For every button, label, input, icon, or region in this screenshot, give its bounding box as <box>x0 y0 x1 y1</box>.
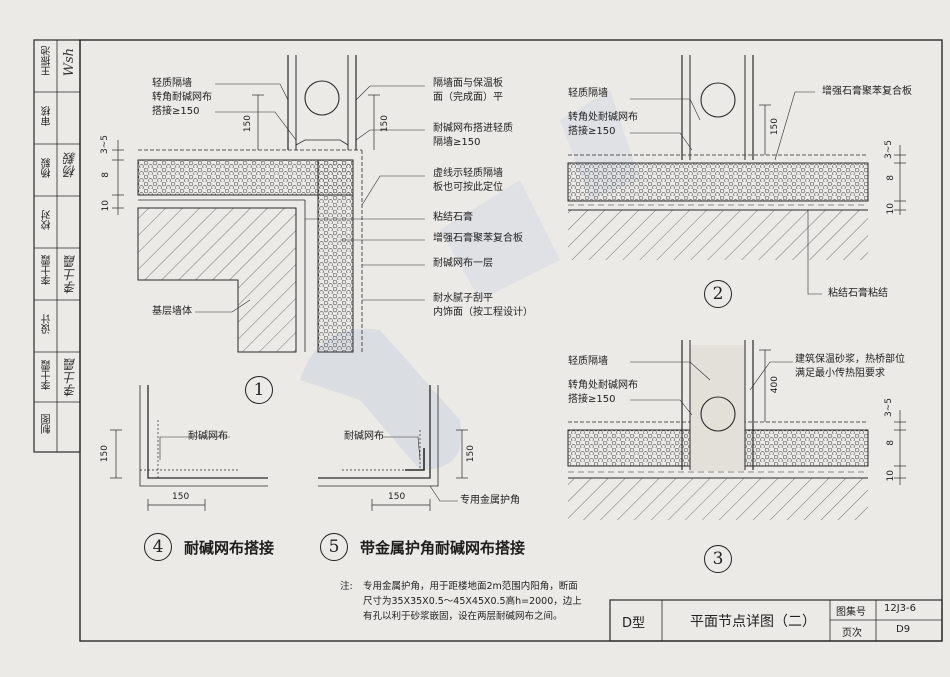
d5-dim-h: 150 <box>388 492 406 502</box>
detail-3-number: 3 <box>704 545 732 573</box>
d3-label-mortar-1: 建筑保温砂浆，热桥部位 <box>795 354 905 365</box>
d5-label-mesh: 耐碱网布 <box>344 431 384 442</box>
d1-dim-8: 8 <box>101 172 111 178</box>
side-role-2: 杨毅 <box>42 158 53 178</box>
d2-label-corner-mesh: 转角处耐碱网布 <box>568 112 638 123</box>
side-role-5: 设计 <box>42 314 53 334</box>
detail-5-caption: 带金属护角耐碱网布搭接 <box>360 539 526 557</box>
signature-3: 李士霞 <box>64 358 79 397</box>
note-line-2: 尺寸为35X35X0.5～45X45X0.5高h=2000，边上 <box>363 596 582 607</box>
d4-label-mesh: 耐碱网布 <box>188 431 228 442</box>
detail-4-caption: 耐碱网布搭接 <box>184 539 275 557</box>
detail-4-number: 4 <box>144 533 172 561</box>
d4-dim-h: 150 <box>172 492 190 502</box>
d1-label-base-wall: 基层墙体 <box>152 306 192 317</box>
detail-4-drawing <box>110 385 268 511</box>
d1-label-corner-mesh: 转角耐碱网布 <box>152 92 212 103</box>
side-role-7: 制图 <box>42 414 53 434</box>
d2-dim-150: 150 <box>770 118 780 136</box>
signature-0: Wsh <box>62 48 77 77</box>
d1-label-r6: 粘结石膏 <box>433 212 473 223</box>
title-block-type: D型 <box>622 616 646 631</box>
detail-3-drawing <box>567 340 906 520</box>
d3-label-mortar-2: 满足最小传热阻要求 <box>795 368 885 379</box>
detail-2-number: 2 <box>704 280 732 308</box>
detail-5-number: 5 <box>320 533 348 561</box>
atlas-value: 12J3-6 <box>884 603 917 614</box>
d1-label-r9: 耐水腻子刮平 <box>433 293 493 304</box>
signature-1: 杨毅 <box>64 152 79 178</box>
d2-dim-10: 10 <box>886 203 896 215</box>
d1-dim-150-right: 150 <box>380 115 390 133</box>
title-block-title: 平面节点详图（二） <box>690 614 816 630</box>
d1-label-r3: 隔墙≥150 <box>433 137 481 148</box>
d3-label-partition: 轻质隔墙 <box>568 356 608 367</box>
d1-dim-3-5: 3~5 <box>100 135 110 154</box>
d3-dim-3-5: 3~5 <box>884 398 894 417</box>
d3-dim-8: 8 <box>886 440 896 446</box>
d1-label-r8: 耐碱网布一层 <box>433 258 493 269</box>
signature-2: 李士霞 <box>64 255 79 294</box>
page-label: 页次 <box>842 628 862 639</box>
detail-1-drawing <box>112 55 425 353</box>
d4-dim-v: 150 <box>100 445 110 463</box>
d3-dim-10: 10 <box>886 470 896 482</box>
note-line-1: 专用金属护角，用于距楼地面2m范围内阳角，断面 <box>363 581 578 592</box>
d2-label-partition: 轻质隔墙 <box>568 88 608 99</box>
d2-dim-3-5: 3~5 <box>884 140 894 159</box>
d1-label-r2: 耐碱网布搭进轻质 <box>433 123 513 134</box>
d1-label-r10: 内饰面（按工程设计） <box>433 307 533 318</box>
side-role-4: 李士霞 <box>42 255 53 285</box>
note-line-3: 有孔以利于砂浆嵌固，设在两层耐碱网布之间。 <box>363 611 563 622</box>
d3-dim-400: 400 <box>770 376 780 394</box>
detail-1-number: 1 <box>245 376 273 404</box>
d1-label-r0: 隔墙面与保温板 <box>433 78 503 89</box>
d2-label-board: 增强石膏聚苯复合板 <box>822 86 912 97</box>
d1-label-partition: 轻质隔墙 <box>152 78 192 89</box>
d5-dim-v: 150 <box>466 445 476 463</box>
page-value: D9 <box>896 624 911 635</box>
note-label: 注: <box>340 581 353 592</box>
detail-2-drawing <box>567 55 906 295</box>
side-role-6: 李士霞 <box>42 360 53 390</box>
side-role-0: 王振池 <box>42 46 53 76</box>
side-role-3: 校对 <box>42 210 53 230</box>
detail-5-drawing <box>318 385 468 511</box>
title-block-frame <box>609 599 943 642</box>
d1-label-r7: 增强石膏聚苯复合板 <box>433 233 523 244</box>
d1-label-r4: 虚线示轻质隔墙 <box>433 168 503 179</box>
d3-label-overlap: 搭接≥150 <box>568 394 616 405</box>
d5-label-corner: 专用金属护角 <box>460 495 520 506</box>
d3-label-corner-mesh: 转角处耐碱网布 <box>568 380 638 391</box>
d1-label-r1: 面（完成面）平 <box>433 92 503 103</box>
d2-label-bond: 粘结石膏粘结 <box>828 288 888 299</box>
d1-dim-150-left: 150 <box>243 115 253 133</box>
side-role-1: 审核 <box>42 106 53 126</box>
d1-label-r5: 板也可按此定位 <box>433 182 503 193</box>
d1-label-overlap: 搭接≥150 <box>152 106 200 117</box>
d2-label-overlap: 搭接≥150 <box>568 126 616 137</box>
d1-dim-10: 10 <box>101 200 111 212</box>
d2-dim-8: 8 <box>886 175 896 181</box>
atlas-label: 图集号 <box>836 607 866 618</box>
